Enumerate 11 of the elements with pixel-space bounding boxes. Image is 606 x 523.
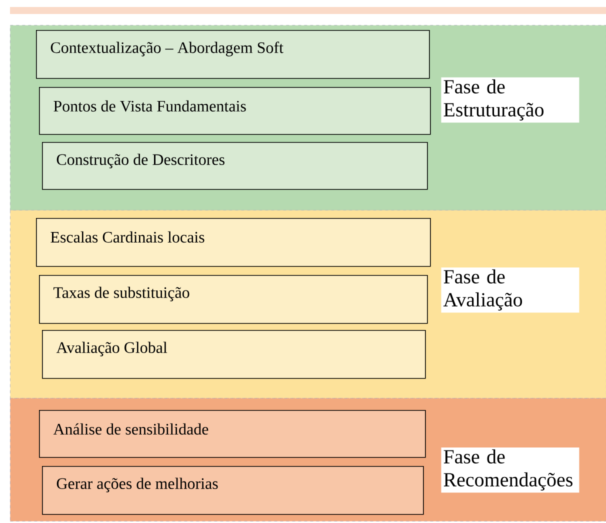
- phase-label: Fase de Avaliação: [441, 267, 580, 313]
- step-box: Análise de sensibilidade: [39, 410, 426, 458]
- step-box: Taxas de substituição: [39, 275, 428, 324]
- phase-label: Fase de Recomendações: [441, 447, 580, 493]
- step-box: Construção de Descritores: [42, 142, 428, 190]
- step-box: Escalas Cardinais locais: [36, 218, 431, 267]
- step-box: Contextualização – Abordagem Soft: [36, 30, 430, 79]
- step-box: Pontos de Vista Fundamentais: [39, 87, 431, 135]
- step-box: Avaliação Global: [42, 330, 426, 379]
- step-box: Gerar ações de melhorias: [42, 466, 424, 515]
- phase-label: Fase de Estruturação: [441, 77, 580, 123]
